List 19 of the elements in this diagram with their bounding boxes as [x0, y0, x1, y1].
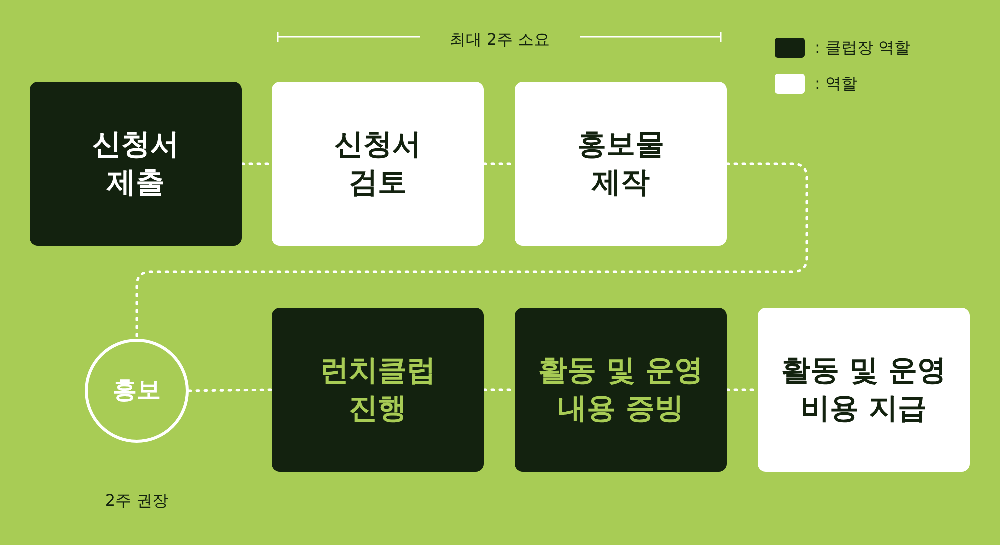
step-box: [30, 82, 242, 246]
step-label: 신청서 검토: [333, 126, 422, 201]
step-label: 활동 및 운영 비용 지급: [780, 352, 948, 427]
step-box: [758, 308, 970, 472]
duration-label: 최대 2주 소요: [448, 29, 552, 51]
step-box: [515, 308, 727, 472]
dotted-connector: [136, 162, 808, 340]
step-label: 활동 및 운영 내용 증빙: [537, 352, 705, 427]
dotted-connector: [188, 388, 274, 392]
step-label: 신청서 제출: [91, 126, 180, 201]
legend-text: : 역할: [815, 73, 858, 95]
legend-text: : 클럽장 역할: [815, 37, 911, 59]
step-box: [272, 82, 484, 246]
step-box: [515, 82, 727, 246]
step-label: 홍보: [112, 375, 162, 406]
duration-note: 2주 권장: [104, 490, 170, 512]
step-label: 홍보물 제작: [576, 126, 666, 201]
step-label: 런치클럽 진행: [318, 352, 437, 427]
step-box: [272, 308, 484, 472]
